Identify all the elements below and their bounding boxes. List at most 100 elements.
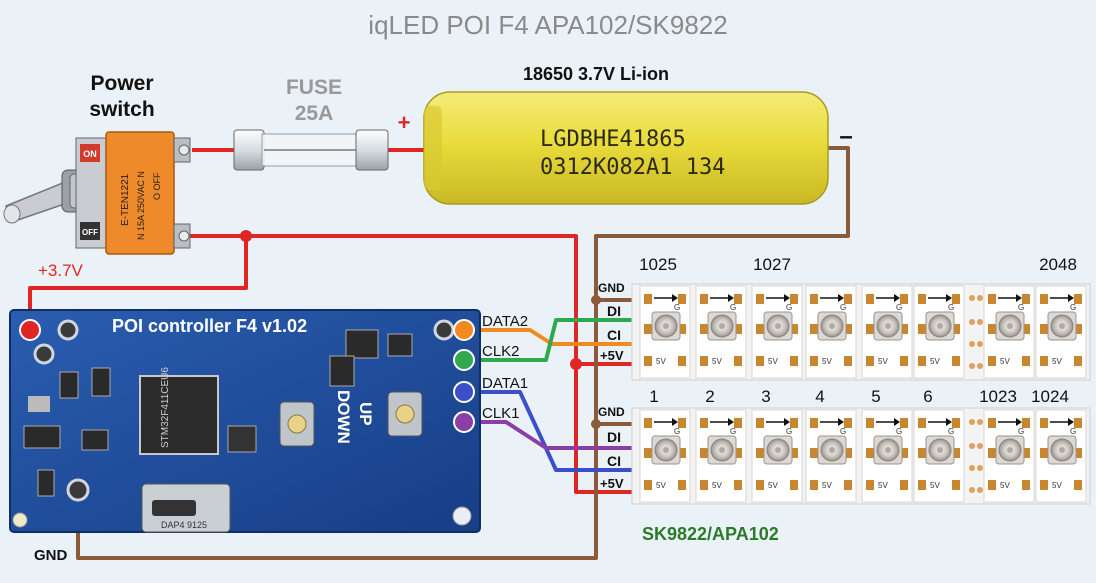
wires xyxy=(28,146,850,560)
battery: 18650 3.7V Li-ion + – LGDBHE41865 0312K0… xyxy=(398,64,853,205)
controller-board: POI controller F4 v1.02 STM32F411CEU6 UP… xyxy=(9,309,481,533)
strip-top-number: 1025 xyxy=(639,255,677,274)
label-3v7: +3.7V xyxy=(38,261,84,280)
board-title: POI controller F4 v1.02 xyxy=(112,316,307,336)
strip-top-number: 2048 xyxy=(1039,255,1077,274)
led-5v-mark: 5V xyxy=(1000,357,1010,366)
pad-data1-icon xyxy=(453,381,475,403)
wire-data1 xyxy=(466,390,632,472)
led-gnd-mark: G xyxy=(896,303,902,312)
power-switch: Power switch ON OFF E-TEN1221 N 15A 250V… xyxy=(3,72,191,255)
page-title: iqLED POI F4 APA102/SK9822 xyxy=(368,10,727,40)
wire-junction xyxy=(240,230,252,242)
led-gnd-mark: G xyxy=(1018,427,1024,436)
led-5v-mark: 5V xyxy=(1052,481,1062,490)
led-5v-mark: 5V xyxy=(878,357,888,366)
led-5v-mark: 5V xyxy=(930,357,940,366)
battery-plus-sign: + xyxy=(398,110,411,135)
led-module: G5V xyxy=(751,285,803,379)
led-gnd-mark: G xyxy=(840,303,846,312)
led-module: G 5V xyxy=(861,285,913,379)
wire-data2 xyxy=(466,328,632,346)
pad-clk2-icon xyxy=(453,349,475,371)
pad-clk1-icon xyxy=(453,411,475,433)
strip-bottom-number: 5 xyxy=(871,387,880,406)
strip-bottom-number: 3 xyxy=(761,387,770,406)
pad-icon xyxy=(433,319,455,341)
pin-di-bottom: DI xyxy=(607,429,621,445)
battery-minus-sign: – xyxy=(839,123,852,150)
fuse: FUSE 25A xyxy=(233,76,389,171)
strip-top-number: 1027 xyxy=(753,255,791,274)
led-gnd-mark: G xyxy=(674,427,680,436)
wire-clk2 xyxy=(466,318,632,362)
led-module: G5V xyxy=(983,409,1035,503)
pcb-icon xyxy=(9,309,481,533)
label-gnd: GND xyxy=(34,547,68,564)
arrow-right-icon xyxy=(766,418,790,426)
arrow-right-icon xyxy=(928,294,952,302)
pin-gnd-top: GND xyxy=(598,281,625,295)
switch-rating-text: N 15A 250VAC N xyxy=(136,171,146,240)
switch-lever-tip-icon xyxy=(3,204,21,224)
arrow-right-icon xyxy=(1050,418,1074,426)
led-module: G5V xyxy=(695,285,747,379)
led-module: G5V xyxy=(983,285,1035,379)
led-5v-mark: 5V xyxy=(656,357,666,366)
switch-off-marking: OFF xyxy=(82,228,98,237)
led-gnd-mark: G xyxy=(730,303,736,312)
strip-gap-dots xyxy=(969,295,983,369)
arrow-right-icon xyxy=(1050,294,1074,302)
led-gnd-mark: G xyxy=(1070,427,1076,436)
led-module: G5V xyxy=(805,285,857,379)
strip-bottom-number: 6 xyxy=(923,387,932,406)
label-data1: DATA1 xyxy=(482,375,528,392)
led-5v-mark: 5V xyxy=(1052,357,1062,366)
pin-5v-bottom: +5V xyxy=(600,476,624,491)
smd-component-icon xyxy=(227,425,257,453)
smd-component-icon xyxy=(91,367,111,397)
smd-component-icon xyxy=(345,329,379,359)
led-gnd-mark: G xyxy=(948,427,954,436)
fuse-label-line1: FUSE xyxy=(286,76,342,99)
strip-bottom-number: 1 xyxy=(649,387,658,406)
pin-gnd-bottom: GND xyxy=(598,405,625,419)
led-module: G5V xyxy=(913,409,965,503)
button-up-label: UP xyxy=(356,402,375,426)
pad-data2-icon xyxy=(453,319,475,341)
pad-icon xyxy=(57,319,79,341)
arrow-right-icon xyxy=(876,418,900,426)
smd-component-icon xyxy=(387,333,413,357)
mcu-text: STM32F411CEU6 xyxy=(160,367,171,448)
led-5v-mark: 5V xyxy=(768,481,778,490)
pin-di-top: DI xyxy=(607,303,621,319)
led-5v-mark: 5V xyxy=(822,481,832,490)
led-module: G 5V xyxy=(639,409,691,503)
led-gnd-mark: G xyxy=(948,303,954,312)
arrow-right-icon xyxy=(710,418,734,426)
strip-bottom-number: 1023 xyxy=(979,387,1017,406)
battery-label: 18650 3.7V Li-ion xyxy=(523,64,669,84)
pin-ci-top: CI xyxy=(607,327,621,343)
battery-print-line2: 0312K082A1 134 xyxy=(540,155,725,180)
wire-junction xyxy=(591,295,601,305)
fuse-cap-left-icon xyxy=(233,129,265,171)
led-5v-mark: 5V xyxy=(712,481,722,490)
battery-print-line1: LGDBHE41865 xyxy=(540,127,686,152)
smd-component-icon xyxy=(28,396,50,412)
usb-chip-text: DAP4 9125 xyxy=(161,520,207,530)
strip-bottom-number: 2 xyxy=(705,387,714,406)
label-clk1: CLK1 xyxy=(482,405,520,422)
arrow-right-icon xyxy=(820,418,844,426)
led-5v-mark: 5V xyxy=(656,481,666,490)
pad-icon xyxy=(452,506,472,526)
label-data2: DATA2 xyxy=(482,313,528,330)
led-module: G5V xyxy=(695,409,747,503)
led-module: G5V xyxy=(1035,285,1087,379)
switch-side-marks: O OFF xyxy=(152,172,162,200)
mcu-chip-icon xyxy=(139,375,219,455)
